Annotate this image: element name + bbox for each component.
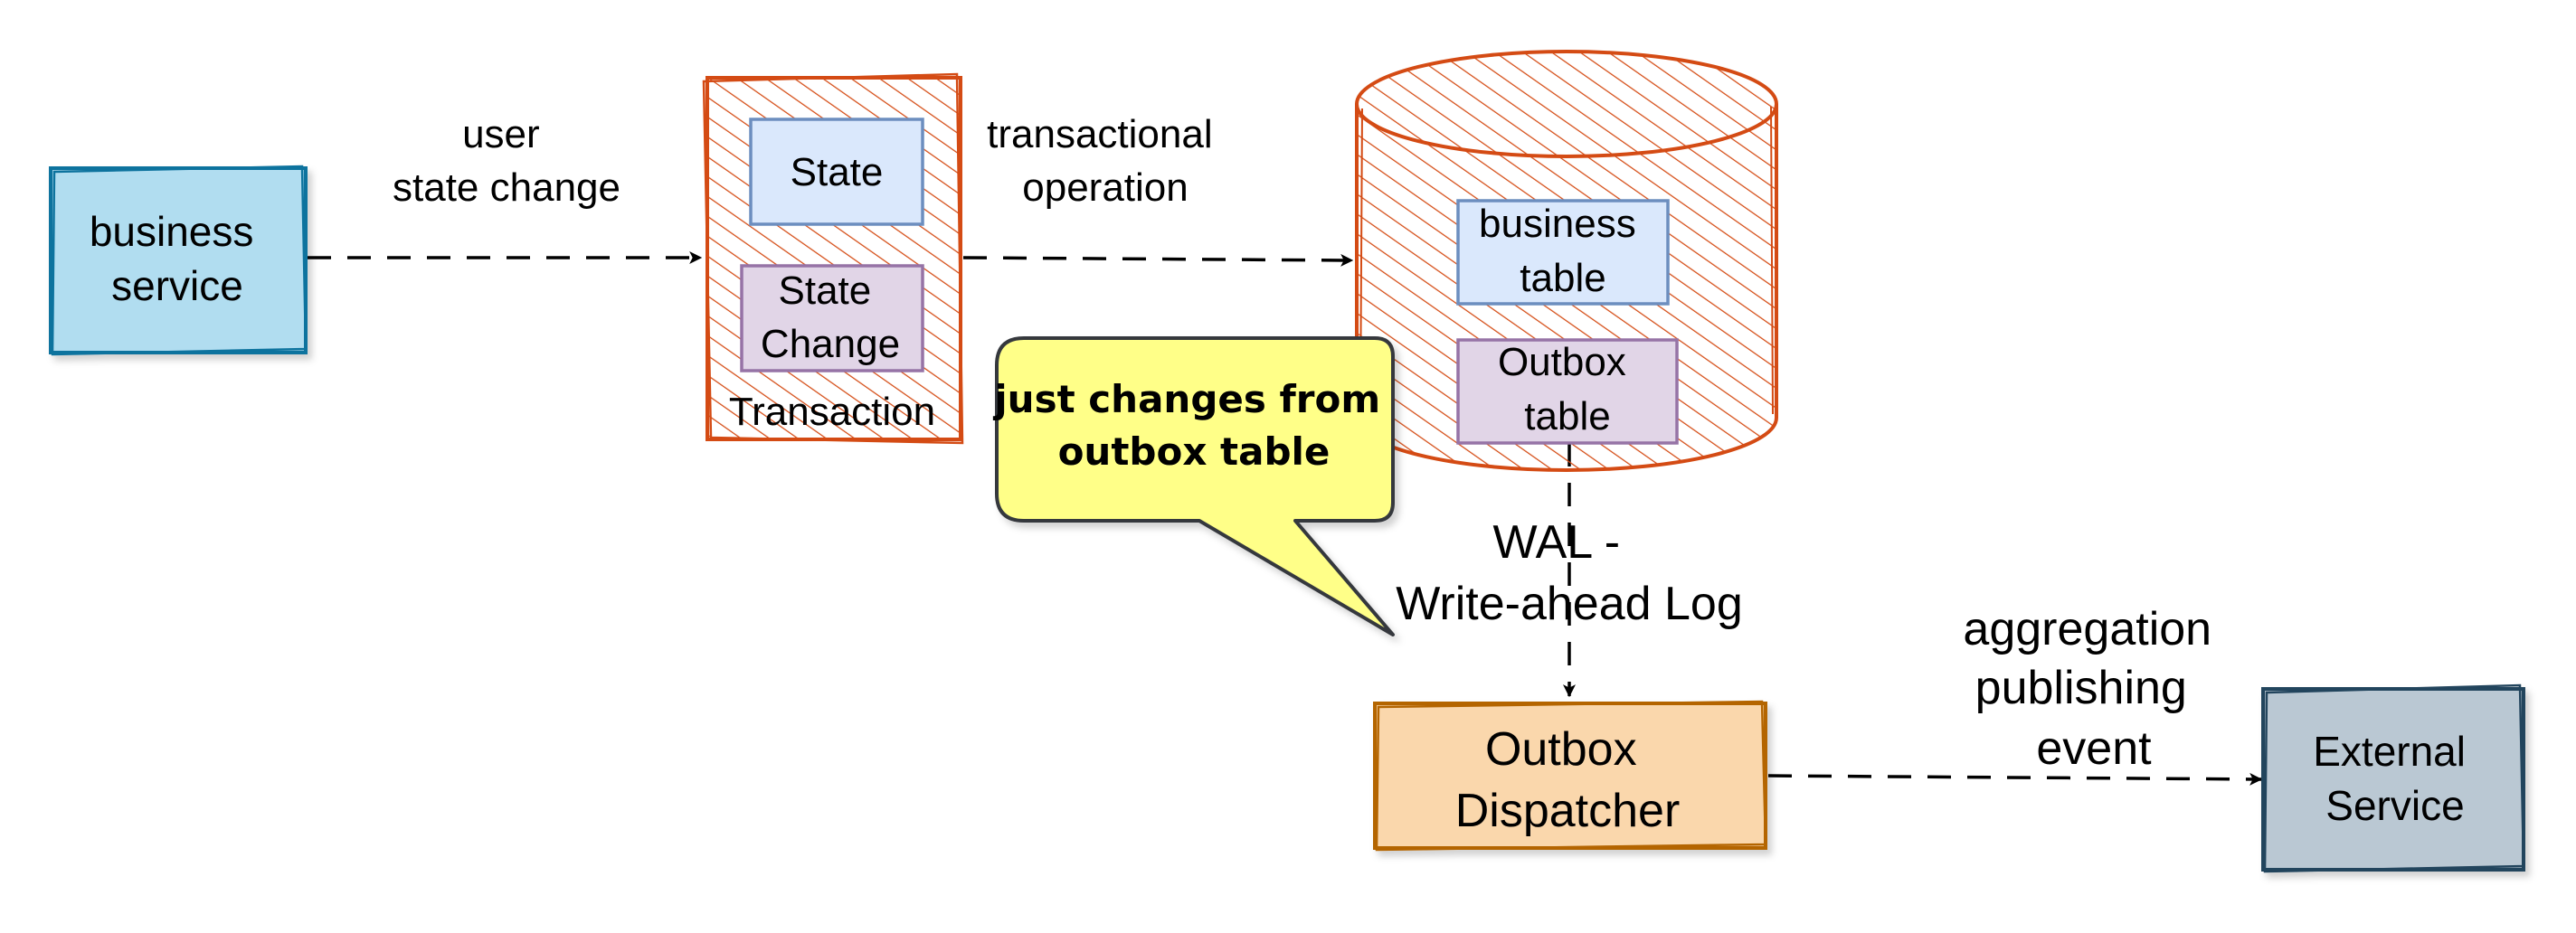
business-table-label-1: business xyxy=(1479,202,1636,246)
state-label: State xyxy=(791,150,884,194)
transaction-node: State State Change Transaction xyxy=(702,72,964,445)
edge-transactional-operation: transactional operation xyxy=(962,112,1354,267)
callout-label-1: just changes from xyxy=(992,377,1380,421)
business-service-label-1: business xyxy=(90,208,254,255)
callout-note: just changes from outbox table xyxy=(992,336,1395,636)
business-service-node: business service xyxy=(49,165,308,356)
edge-wal: WAL - Write-ahead Log xyxy=(1396,443,1743,698)
outbox-table-label-2: table xyxy=(1524,394,1610,438)
edge-wal-label-1: WAL - xyxy=(1492,516,1620,569)
edge-aggregation-line xyxy=(1767,772,2263,786)
outbox-dispatcher-label-1: Outbox xyxy=(1485,723,1637,776)
svg-text:just changes from outbox: just changes from outbox table xyxy=(992,377,1393,474)
svg-text:Outbox Dispatcher: Outbox Dispatcher xyxy=(1455,723,1681,837)
business-table-box xyxy=(1456,199,1670,306)
svg-text:Outbox table: Outbox table xyxy=(1498,340,1637,438)
business-table-label-2: table xyxy=(1520,256,1605,300)
external-service-label-2: Service xyxy=(2325,782,2464,829)
svg-text:transactional operation: transactional operation xyxy=(987,112,1224,210)
svg-text:business service: business service xyxy=(90,208,265,309)
external-service-label-1: External xyxy=(2313,728,2466,775)
state-change-label-1: State xyxy=(779,269,872,313)
edge-transactional-operation-label-2: operation xyxy=(1022,165,1188,210)
edge-transactional-operation-label-1: transactional xyxy=(987,112,1212,156)
edge-wal-label-2: Write-ahead Log xyxy=(1396,578,1743,630)
outbox-dispatcher-label-2: Dispatcher xyxy=(1455,785,1681,837)
svg-text:State: State xyxy=(791,150,884,194)
svg-text:State Change: State Change xyxy=(761,269,900,366)
edge-user-state-change-label-2: state change xyxy=(393,165,620,210)
svg-text:WAL - Write-ahead Log: WAL - Write-ahead Log xyxy=(1396,516,1743,630)
business-service-label-2: service xyxy=(111,262,243,309)
edge-aggregation-label-1: aggregation xyxy=(1963,603,2211,655)
edge-aggregation-label-2: publishing xyxy=(1975,662,2187,714)
callout-label-2: outbox table xyxy=(1058,429,1331,474)
state-change-label-2: Change xyxy=(761,322,900,366)
svg-text:business table: business table xyxy=(1479,202,1647,300)
edge-aggregation-label-3: event xyxy=(2036,722,2152,775)
state-box xyxy=(749,118,924,226)
edge-transactional-operation-line xyxy=(962,253,1354,267)
svg-text:Transaction: Transaction xyxy=(729,390,935,434)
database-node: business table Outbox table xyxy=(1355,50,1778,472)
outbox-table-label-1: Outbox xyxy=(1498,340,1626,384)
svg-text:External Service: External Service xyxy=(2313,728,2477,829)
external-service-node: External Service xyxy=(2261,683,2525,873)
edge-user-state-change: user state change xyxy=(308,112,703,264)
outbox-dispatcher-node: Outbox Dispatcher xyxy=(1373,700,1767,852)
outbox-table-box xyxy=(1456,338,1679,445)
state-change-box xyxy=(740,264,924,372)
svg-text:aggregation publishing: aggregation publishing event xyxy=(1963,603,2224,775)
edge-aggregation: aggregation publishing event xyxy=(1767,603,2263,786)
transaction-caption: Transaction xyxy=(729,390,935,434)
edge-user-state-change-label-1: user xyxy=(462,112,540,156)
svg-text:user state change: user state change xyxy=(393,112,620,210)
